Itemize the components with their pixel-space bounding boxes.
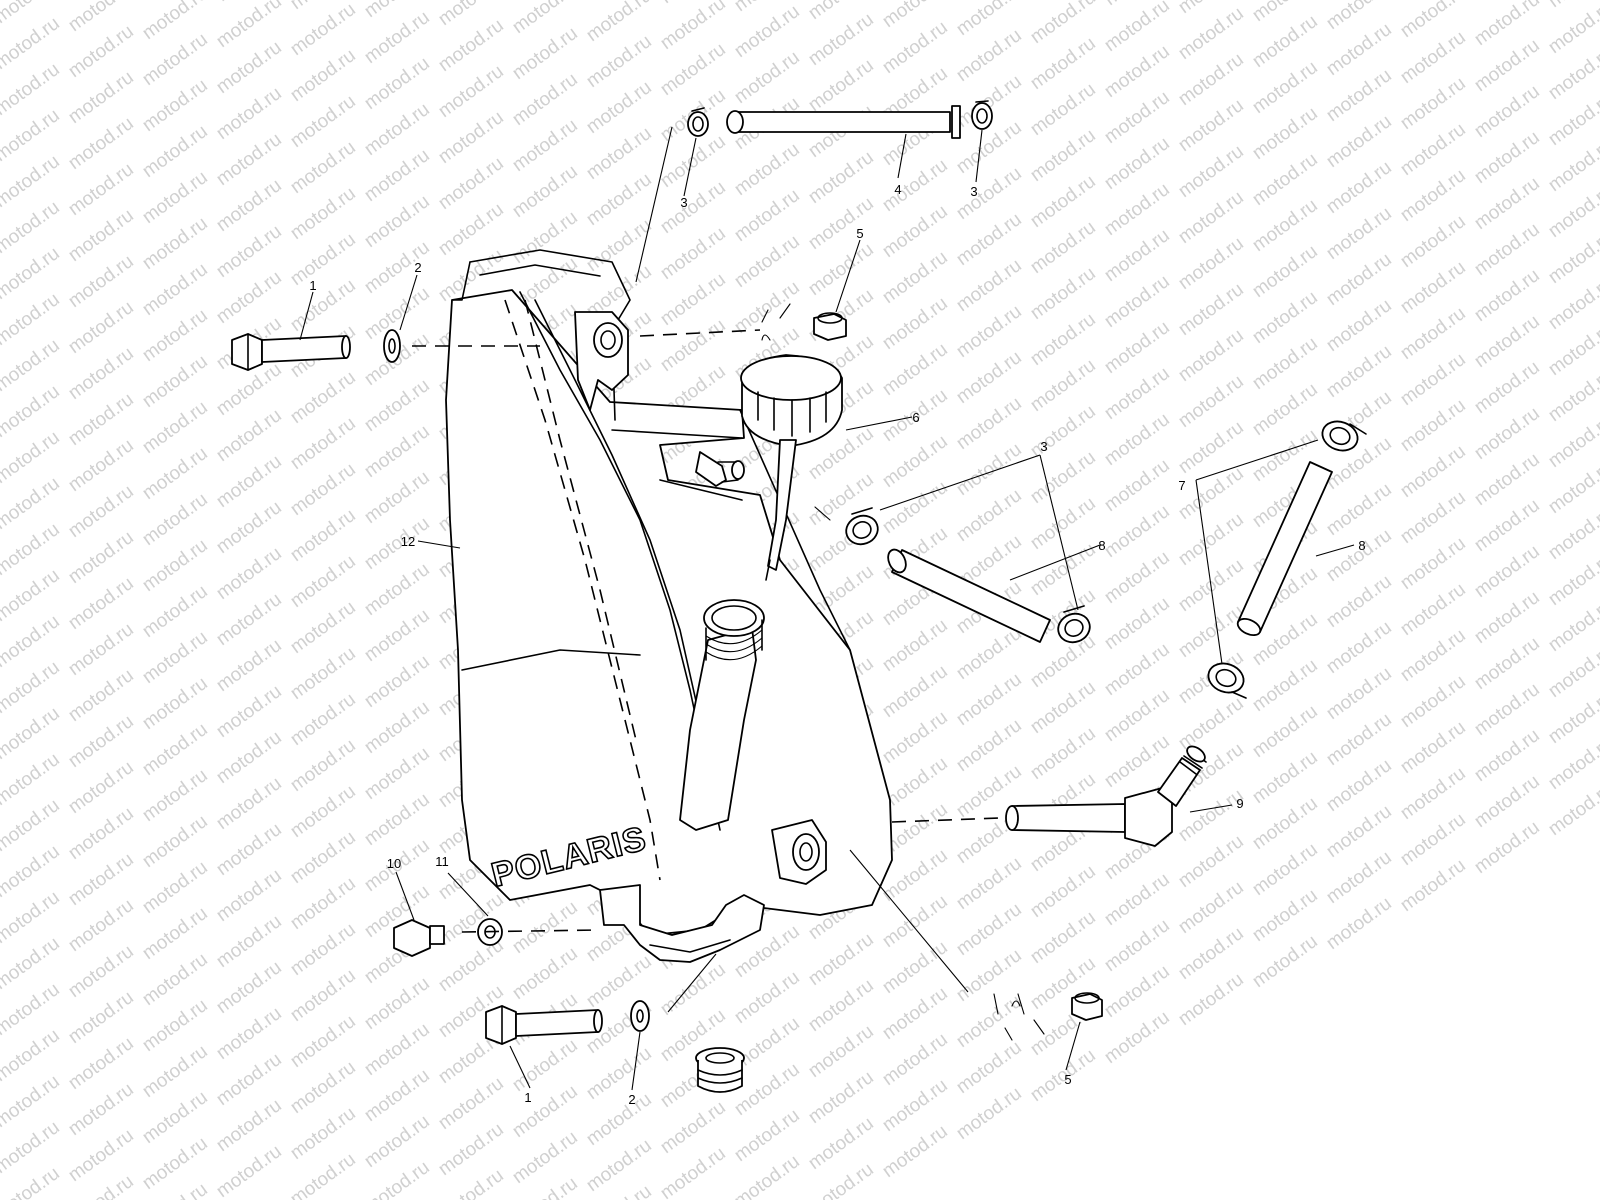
clamp-right-top xyxy=(1321,420,1367,452)
clamp-mid-right xyxy=(1057,605,1091,644)
callout-5-lower: 5 xyxy=(1064,1072,1071,1087)
callout-11: 11 xyxy=(435,854,449,869)
bolt-upper xyxy=(231,333,351,371)
callout-2-upper: 2 xyxy=(414,260,421,275)
callout-3-top-right: 3 xyxy=(970,184,977,199)
clamp-right-bottom xyxy=(1207,662,1247,699)
callout-10: 10 xyxy=(387,856,401,871)
callout-2-lower: 2 xyxy=(628,1092,635,1107)
callout-1-lower: 1 xyxy=(524,1090,531,1105)
callout-8-mid: 8 xyxy=(1098,538,1105,553)
callout-1-upper: 1 xyxy=(309,278,316,293)
callout-6: 6 xyxy=(912,410,919,425)
callout-3-top-left: 3 xyxy=(680,195,687,210)
hose-right xyxy=(1236,461,1333,637)
callout-12: 12 xyxy=(401,534,415,549)
nut-upper xyxy=(813,312,847,341)
hose-mid xyxy=(887,548,1051,643)
callout-4: 4 xyxy=(894,182,901,197)
washer-lower xyxy=(630,1000,650,1032)
grommet xyxy=(695,1047,745,1093)
elbow-fitting xyxy=(1005,745,1207,847)
callout-9: 9 xyxy=(1236,796,1243,811)
callout-3-mid: 3 xyxy=(1040,439,1047,454)
leader-lines xyxy=(299,126,1355,1091)
washer-upper xyxy=(383,329,401,363)
callout-labels: 1 2 3 4 3 5 6 3 7 8 8 12 9 10 11 1 2 5 xyxy=(309,182,1365,1107)
nut-lower xyxy=(1071,992,1103,1021)
bolt-lower xyxy=(485,1005,603,1045)
clamp-mid-left xyxy=(845,507,879,546)
callout-5-upper: 5 xyxy=(856,226,863,241)
callout-7: 7 xyxy=(1178,478,1185,493)
oil-tank: POLARIS xyxy=(445,249,893,963)
clamp-top-left xyxy=(687,107,709,137)
callout-8-right: 8 xyxy=(1358,538,1365,553)
watermark-text: motod.ru xyxy=(1545,0,1600,58)
drain-plug xyxy=(393,919,445,957)
clamp-top-right xyxy=(971,100,993,130)
filler-cap-dipstick xyxy=(740,354,843,581)
assembly-lines xyxy=(412,303,1045,1041)
vent-hose xyxy=(726,105,961,139)
